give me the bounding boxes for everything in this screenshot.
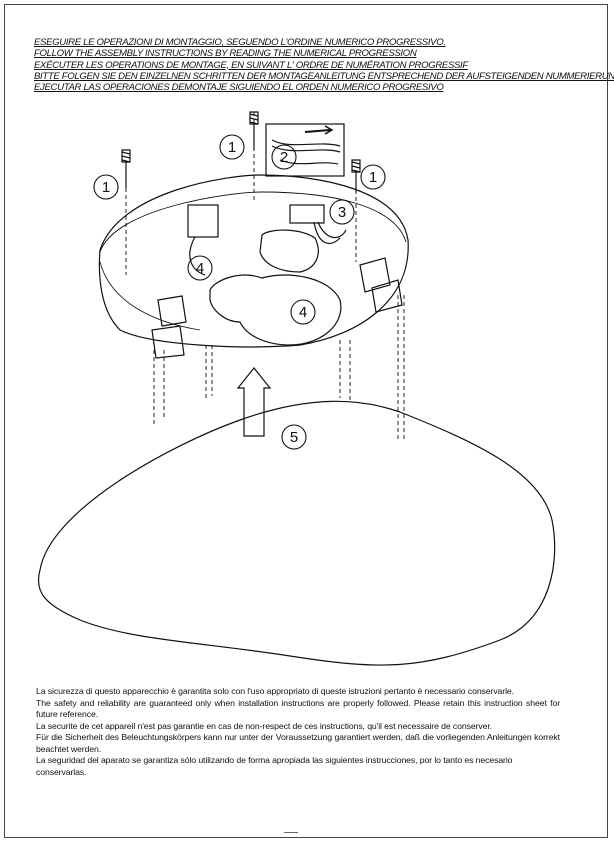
- wiring-detail-inset: [265, 123, 345, 177]
- step-label-1-left: 1: [102, 179, 110, 196]
- alignment-guide-lines: [125, 112, 405, 442]
- mounting-bracket-left: [151, 295, 187, 359]
- step-circles: [93, 134, 386, 450]
- bulb-upper: [259, 229, 319, 273]
- mounting-bracket-right: [359, 257, 403, 313]
- page-mark: [284, 832, 298, 833]
- instruction-line-fr: EXÉCUTER LES OPERATIONS DE MONTAGE, EN S…: [34, 59, 468, 71]
- step-label-2: 2: [280, 149, 288, 166]
- glass-diffuser: [37, 400, 556, 666]
- terminal-block: [289, 204, 347, 244]
- instruction-line-de: BITTE FOLGEN SIE DEN EINZELNEN SCHRITTEN…: [34, 70, 614, 82]
- step-label-5: 5: [290, 429, 298, 446]
- instruction-line-en: FOLLOW THE ASSEMBLY INSTRUCTIONS BY READ…: [34, 48, 417, 60]
- safety-text-it: La sicurezza di questo apparecchio è gar…: [36, 686, 514, 696]
- screw-right: [351, 159, 361, 192]
- screw-left: [121, 149, 131, 188]
- up-arrow-icon: [236, 367, 272, 437]
- bulb-lower: [209, 274, 342, 346]
- safety-text-es: La seguridad del aparato se garantiza só…: [36, 755, 513, 777]
- step-label-1-right: 1: [369, 169, 377, 186]
- screw-center: [249, 111, 259, 150]
- page-frame: [4, 4, 608, 838]
- ceiling-base-plate: [98, 174, 409, 348]
- safety-notice: La sicurezza di questo apparecchio è gar…: [36, 686, 560, 778]
- step-label-4-right: 4: [299, 304, 307, 321]
- safety-text-en: The safety and reliability are guarantee…: [36, 697, 560, 720]
- step-label-4-left: 4: [196, 260, 204, 277]
- step-label-3: 3: [338, 204, 346, 221]
- safety-text-fr: La securite de cet appareil n'est pas ga…: [36, 720, 492, 731]
- instruction-line-it: ESEGUIRE LE OPERAZIONI DI MONTAGGIO, SEG…: [34, 37, 446, 48]
- assembly-instructions-header: ESEGUIRE LE OPERAZIONI DI MONTAGGIO, SEG…: [34, 37, 614, 94]
- safety-text-de: Für die Sicherheit des Beleuchtungskörpe…: [36, 732, 560, 754]
- step-label-1-center: 1: [228, 139, 236, 156]
- instruction-line-es: EJECUTAR LAS OPERACIONES DEMONTAJE SIGUI…: [34, 82, 444, 94]
